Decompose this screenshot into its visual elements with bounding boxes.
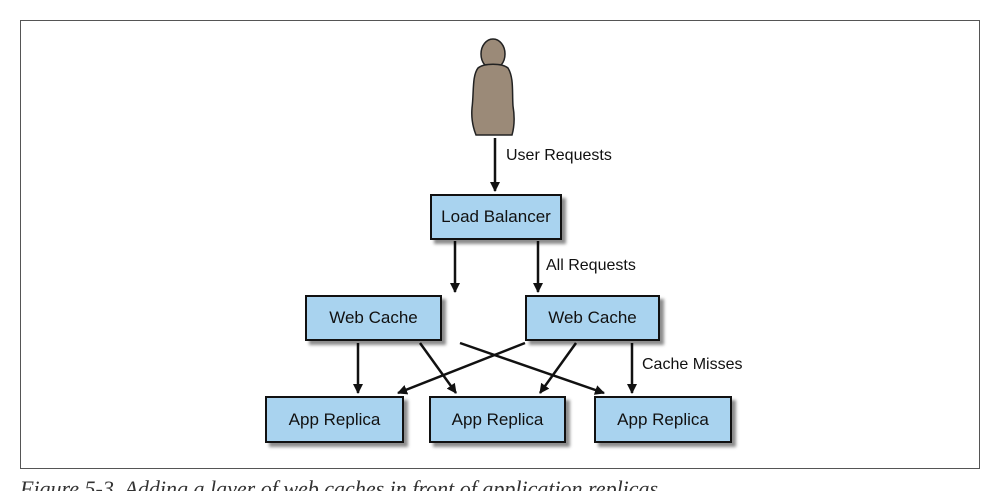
web-cache-left-node: Web Cache [305,295,442,341]
web-cache-left-to-app-replica-middle-arrow [418,342,458,394]
cache-misses-label: Cache Misses [642,356,743,373]
web-cache-left-to-app-replica-right-arrow [459,341,605,395]
web-cache-right-label: Web Cache [548,308,637,327]
web-cache-right-node: Web Cache [525,295,660,341]
web-cache-right-to-app-replica-left-arrow [397,341,526,395]
app-replica-left-node: App Replica [265,396,404,443]
app-replica-middle-node: App Replica [429,396,566,443]
figure-caption: Figure 5-3. Adding a layer of web caches… [20,476,659,491]
load-balancer-node: Load Balancer [430,194,562,240]
app-replica-left-label: App Replica [288,409,381,429]
user-icon [471,38,515,136]
app-replica-middle-label: App Replica [451,409,544,429]
web-cache-right-to-app-replica-middle-arrow [538,342,578,394]
app-replica-right-node: App Replica [594,396,732,443]
load-balancer-label: Load Balancer [441,207,551,226]
web-cache-left-label: Web Cache [329,308,418,327]
user-requests-label: User Requests [506,147,612,164]
all-requests-label: All Requests [546,257,636,274]
app-replica-right-label: App Replica [617,409,709,429]
